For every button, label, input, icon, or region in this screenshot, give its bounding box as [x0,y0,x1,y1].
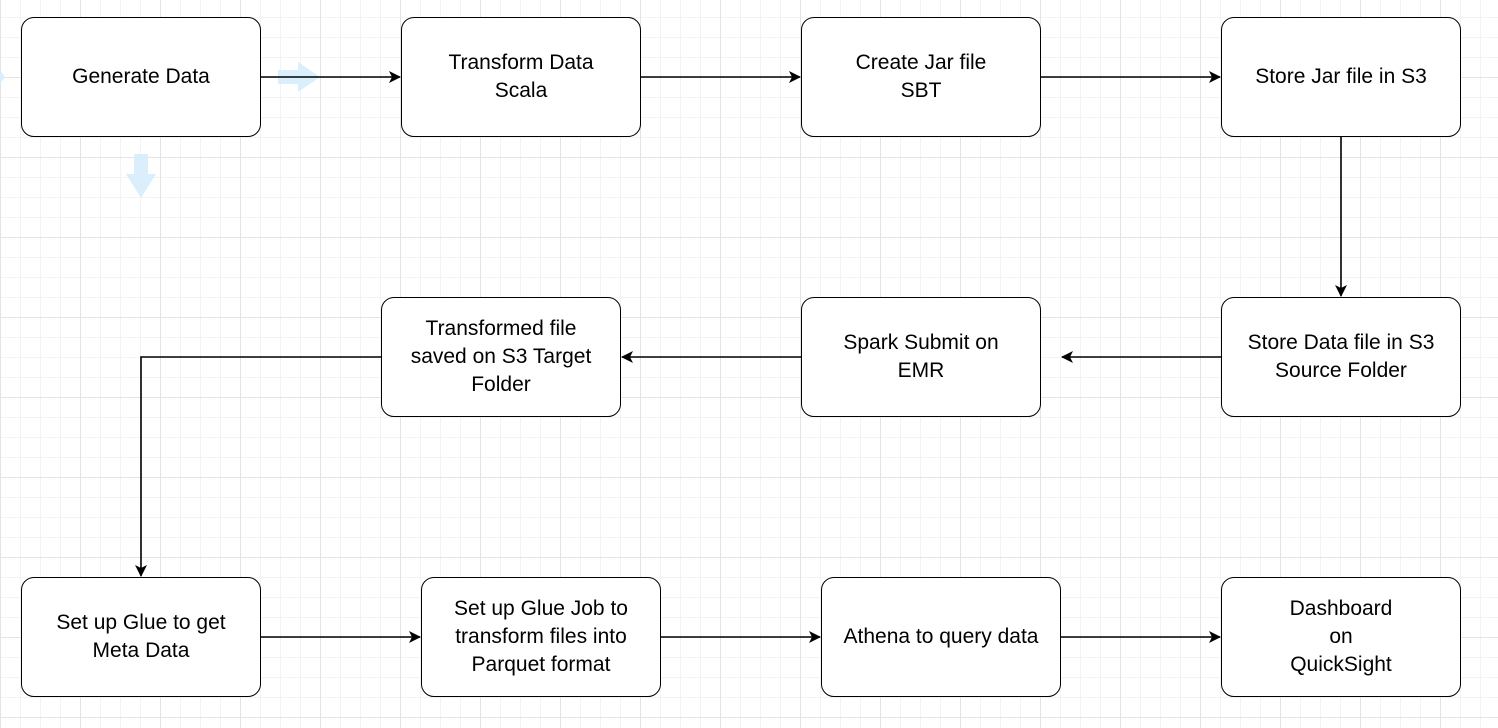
node-store-data-s3[interactable]: Store Data file in S3 Source Folder [1221,297,1461,417]
node-transformed-file-s3[interactable]: Transformed file saved on S3 Target Fold… [381,297,621,417]
node-create-jar[interactable]: Create Jar file SBT [801,17,1041,137]
hover-arrow-down-icon[interactable] [126,154,156,198]
node-quicksight-dashboard[interactable]: Dashboard on QuickSight [1221,577,1461,697]
node-athena-query[interactable]: Athena to query data [821,577,1061,697]
node-store-jar-s3[interactable]: Store Jar file in S3 [1221,17,1461,137]
hover-arrow-left-icon[interactable] [0,70,5,84]
edge-transformed-to-glue[interactable] [135,356,381,577]
node-glue-metadata[interactable]: Set up Glue to get Meta Data [21,577,261,697]
node-glue-job-parquet[interactable]: Set up Glue Job to transform files into … [421,577,661,697]
node-transform-data[interactable]: Transform Data Scala [401,17,641,137]
node-spark-submit-emr[interactable]: Spark Submit on EMR [801,297,1041,417]
node-generate-data[interactable]: Generate Data [21,17,261,137]
